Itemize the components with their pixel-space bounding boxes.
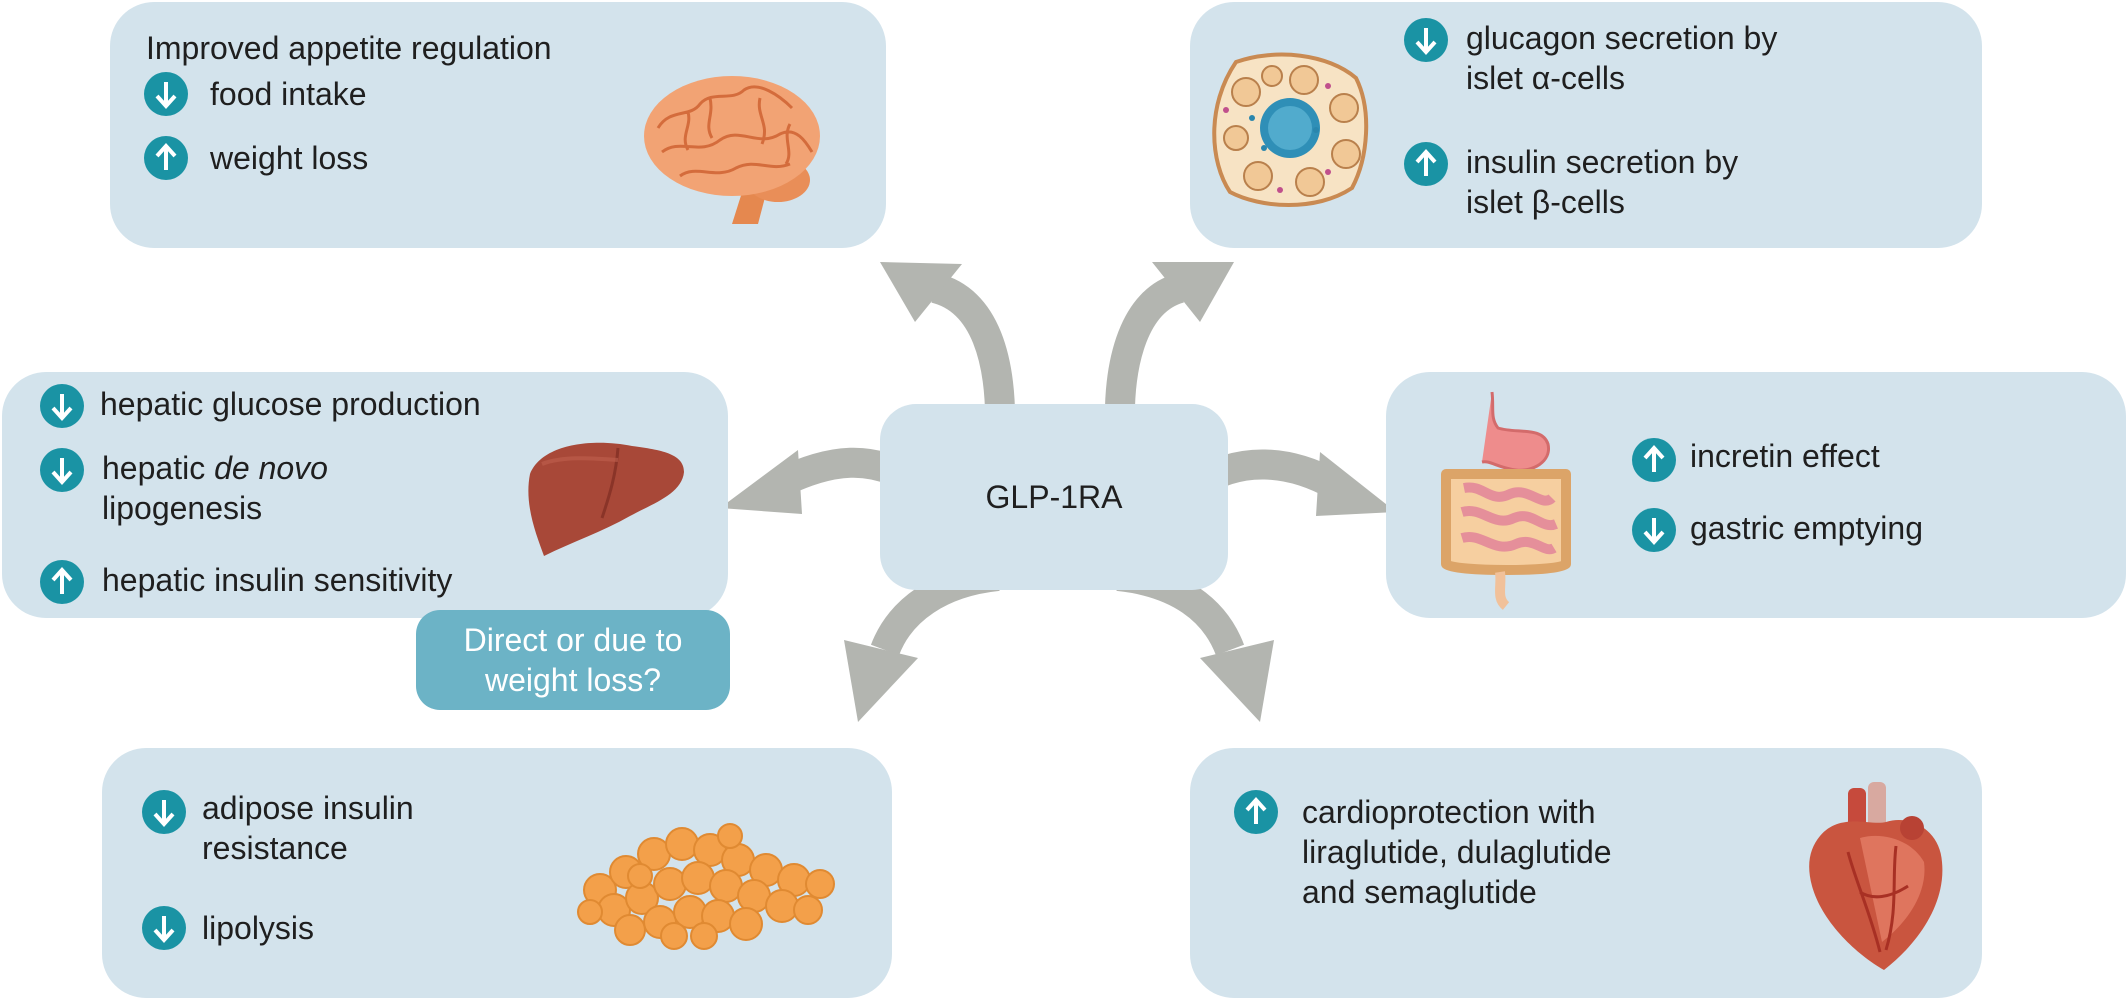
arrow-up-icon <box>144 136 188 180</box>
brain-panel: Improved appetite regulation food intake… <box>110 2 886 248</box>
arrow-to-heart-head <box>1200 640 1274 722</box>
arrow-up-icon <box>1404 142 1448 186</box>
liver-item-insulin-sensitivity: hepatic insulin sensitivity <box>102 562 453 598</box>
arrow-down-icon <box>142 790 186 834</box>
liver-panel: hepatic glucose production hepatic de no… <box>2 372 728 618</box>
intestine-icon <box>1441 391 1571 610</box>
gut-item-gastric-emptying: gastric emptying <box>1690 510 1923 546</box>
insulin-line1: insulin secretion by <box>1466 144 1739 180</box>
weight-loss-question-note: Direct or due to weight loss? <box>416 610 730 710</box>
glucagon-line2: islet α-cells <box>1466 60 1625 96</box>
arrow-to-brain-head <box>880 262 962 322</box>
arrow-down-icon <box>1404 18 1448 62</box>
center-node: GLP-1RA <box>880 404 1228 590</box>
adipose-resistance-line2: resistance <box>202 830 348 866</box>
arrow-up-icon <box>40 560 84 604</box>
heart-line2: liraglutide, dulaglutide <box>1302 834 1612 870</box>
arrow-down-icon <box>1632 508 1676 552</box>
note-line1: Direct or due to <box>463 622 683 658</box>
arrow-down-icon <box>40 448 84 492</box>
arrow-to-adipose-head <box>844 640 918 722</box>
glucagon-line1: glucagon secretion by <box>1466 20 1778 56</box>
gut-item-incretin-effect: incretin effect <box>1690 438 1880 474</box>
pancreas-panel: glucagon secretion by islet α-cells insu… <box>1190 2 1982 248</box>
arrow-down-icon <box>144 72 188 116</box>
brain-heading: Improved appetite regulation <box>146 30 552 66</box>
lipogenesis-italic: de novo <box>214 450 328 486</box>
brain-icon <box>644 76 820 224</box>
liver-item-glucose-production: hepatic glucose production <box>100 386 481 422</box>
liver-icon <box>528 442 684 556</box>
arrow-up-icon <box>1632 438 1676 482</box>
heart-line3: and semaglutide <box>1302 874 1537 910</box>
islet-cell-icon <box>1212 52 1369 207</box>
gut-panel: incretin effect gastric emptying <box>1386 372 2126 618</box>
arrow-down-icon <box>40 384 84 428</box>
arrow-to-gut-head <box>1316 452 1396 516</box>
heart-panel: cardioprotection with liraglutide, dulag… <box>1190 748 1982 998</box>
brain-item-weight-loss: weight loss <box>210 140 369 176</box>
heart-line1: cardioprotection with <box>1302 794 1596 830</box>
adipose-tissue-icon <box>577 823 835 950</box>
arrow-up-icon <box>1234 790 1278 834</box>
insulin-line2: islet β-cells <box>1466 184 1625 220</box>
brain-item-food-intake: food intake <box>210 76 367 112</box>
lipogenesis-prefix: hepatic <box>102 450 215 486</box>
adipose-item-lipolysis: lipolysis <box>202 910 315 946</box>
heart-icon <box>1809 782 1943 970</box>
adipose-panel: adipose insulin resistance lipolysis <box>102 748 892 998</box>
liver-item-lipogenesis-line2: lipogenesis <box>102 490 263 526</box>
arrow-to-liver-head <box>720 450 802 514</box>
note-line2: weight loss? <box>484 662 662 698</box>
center-label: GLP-1RA <box>985 479 1123 515</box>
adipose-resistance-line1: adipose insulin <box>202 790 414 826</box>
arrow-to-pancreas-head <box>1152 262 1234 322</box>
liver-item-lipogenesis-line1: hepatic de novo <box>102 448 328 488</box>
arrow-down-icon <box>142 906 186 950</box>
